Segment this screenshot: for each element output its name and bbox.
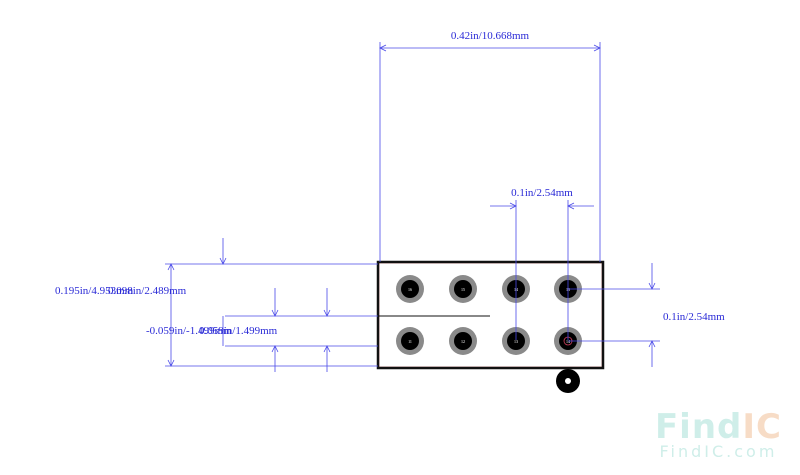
pad: 16 [396,275,424,303]
watermark-logo-ic: IC [742,407,782,447]
dim-left-lower-a-label: -0.059in/-1.499mm [146,325,232,337]
watermark-url: FindIC.com [659,442,778,461]
dim-pitch-label: 0.1in/2.54mm [511,187,573,199]
component-outline [376,260,605,370]
watermark-logo: FindIC [655,410,782,444]
pad-label: 16 [408,287,412,292]
pad-label: 14 [566,339,570,344]
pad-label: 13 [514,339,518,344]
watermark-logo-find: Find [654,407,743,447]
findic-watermark: FindIC FindIC.com [655,410,782,461]
pad: 11 [396,327,424,355]
dim-left-upper-a-label: 0.195in/4.953mm [55,285,134,297]
dim-row-spacing-label: 0.1in/2.54mm [663,311,725,323]
dim-left-lower-b-label: 0.059in/1.499mm [199,325,278,337]
pad-label: 12 [461,339,465,344]
dim-width-label: 0.42in/10.668mm [451,30,530,42]
pad: 13 [502,327,530,355]
dimension-lines [165,42,660,372]
pad: 12 [449,327,477,355]
pad-label: 15 [461,287,465,292]
pad-row-bottom: 11 12 13 14 [396,327,582,355]
dim-left-upper-b-label: 0.098in/2.489mm [108,285,187,297]
pin1-marker-icon [556,369,580,393]
pad-label: 11 [408,339,412,344]
pad: 15 [449,275,477,303]
